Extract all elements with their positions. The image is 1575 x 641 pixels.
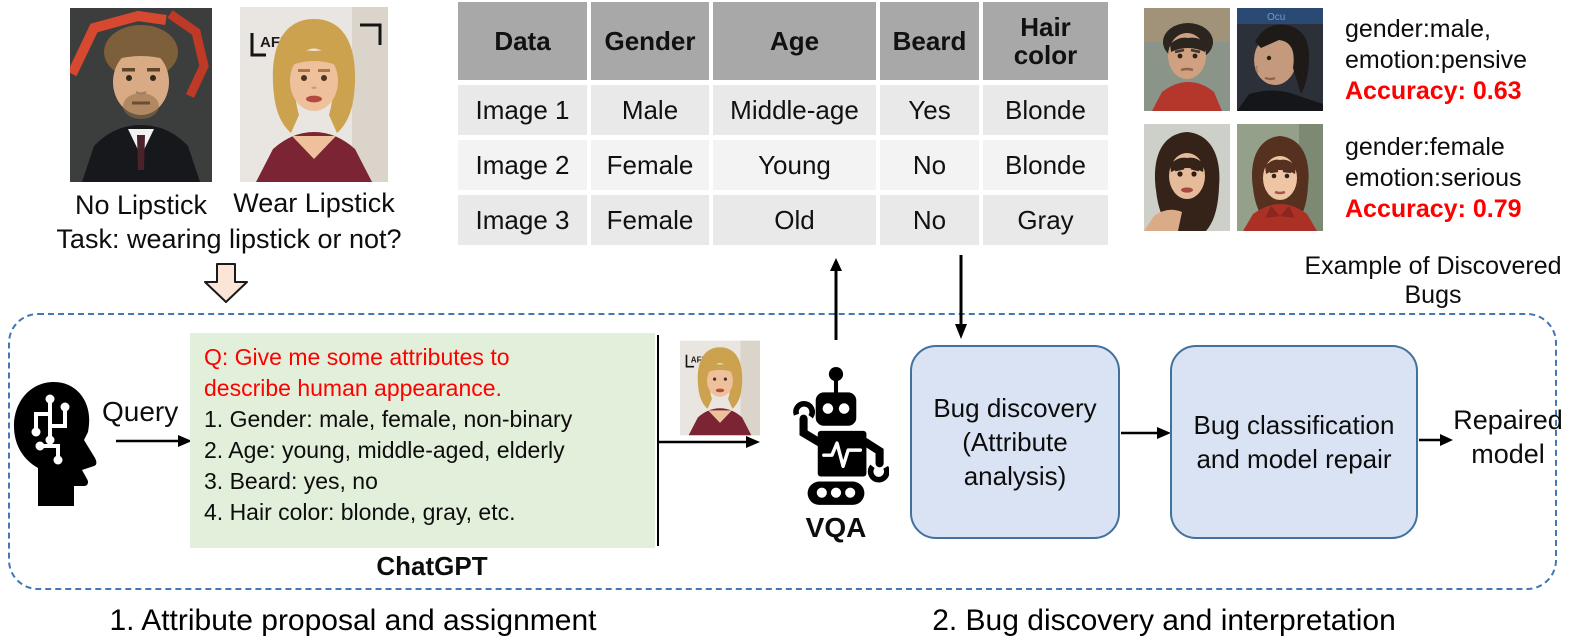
table-cell: Image 1 [458,85,587,135]
table-cell: Female [591,140,709,190]
table-up-arrow [830,258,842,340]
photo-bug-male-1 [1144,8,1230,111]
query-label: Query [102,396,179,427]
vqa-robot-icon [793,367,889,505]
caption-step2: 2. Bug discovery and interpretation [932,604,1396,637]
bug-group1-text: gender:male, emotion:pensive Accuracy: 0… [1345,14,1527,107]
bug-classification-box-line: Bug classification [1193,410,1395,440]
bug-attribute-text: gender:male, [1345,15,1491,43]
bug-group2-text: gender:female emotion:serious Accuracy: … [1345,132,1522,225]
no-lipstick-label: No Lipstick [74,190,208,220]
bug-attribute-text: gender:female [1345,133,1505,161]
bug-classification-box-line: and model repair [1196,444,1392,474]
chatgpt-answer-line: 3. Beard: yes, no [204,468,378,494]
chatgpt-question-line: Q: Give me some attributes to [204,344,510,370]
table-cell: No [880,195,979,245]
table-cell: Male [591,85,709,135]
photo-no-lipstick [70,8,212,182]
bug-attribute-text: emotion:serious [1345,164,1522,192]
table-cell: Middle-age [713,85,876,135]
chatgpt-answer-line: 4. Hair color: blonde, gray, etc. [204,499,516,525]
accuracy-text: Accuracy: 0.79 [1345,195,1522,223]
attribute-table: Data Gender Age Beard Hair color Image 1… [458,2,1108,245]
table-cell: Gray [983,195,1108,245]
table-down-arrow [955,255,967,339]
repaired-model-line: model [1471,439,1545,469]
wear-lipstick-label: Wear Lipstick [233,188,395,218]
down-block-arrow-icon [204,263,248,303]
table-cell: Blonde [983,140,1108,190]
repaired-model-line: Repaired [1453,405,1563,435]
pipeline-container [8,313,1557,590]
image-input-arrow [658,436,760,448]
table-cell: Image 2 [458,140,587,190]
chatgpt-label: ChatGPT [376,551,488,581]
bug-discovery-box-line: Bug discovery [933,393,1097,423]
bug-examples-caption: Example of Discovered Bugs [1304,252,1562,309]
brain-icon [14,382,97,506]
table-cell: Young [713,140,876,190]
photo-query-image: AFRIC [680,340,760,436]
table-header-cell: Data [458,2,587,80]
svg-text:Ocu: Ocu [1267,12,1285,23]
chatgpt-answer-line: 2. Age: young, middle-aged, elderly [204,437,565,463]
bug-attribute-text: emotion:pensive [1345,46,1528,74]
connector-line [657,335,659,546]
repaired-model-label: Repaired model [1441,403,1575,471]
bug-discovery-box-line: analysis) [963,461,1067,491]
bug-discovery-box: Bug discovery (Attribute analysis) [910,345,1120,539]
chatgpt-response-box: Q: Give me some attributes to describe h… [190,333,655,548]
repair-output-arrow [1419,434,1453,446]
accuracy-text: Accuracy: 0.63 [1345,77,1522,105]
table-cell: No [880,140,979,190]
table-cell: Yes [880,85,979,135]
bug-discovery-box-line: (Attribute [962,427,1068,457]
table-header-cell: Hair color [983,2,1108,80]
table-cell: Blonde [983,85,1108,135]
discovery-to-classification-arrow [1121,427,1171,439]
task-question-text: Task: wearing lipstick or not? [56,224,402,254]
table-header-cell: Age [713,2,876,80]
query-arrow [116,435,192,447]
photo-bug-female-1 [1144,124,1230,231]
chatgpt-answer-line: 1. Gender: male, female, non-binary [204,406,573,432]
photo-bug-female-2 [1237,124,1323,231]
vqa-label: VQA [805,512,867,543]
photo-wear-lipstick: AFRIC [240,7,388,182]
bug-classification-box: Bug classification and model repair [1170,345,1418,539]
photo-bug-male-2: Ocu [1237,8,1323,111]
caption-step1: 1. Attribute proposal and assignment [109,604,597,637]
table-cell: Female [591,195,709,245]
chatgpt-question-line: describe human appearance. [204,375,502,401]
table-header-cell: Beard [880,2,979,80]
table-cell: Old [713,195,876,245]
table-cell: Image 3 [458,195,587,245]
table-header-cell: Gender [591,2,709,80]
